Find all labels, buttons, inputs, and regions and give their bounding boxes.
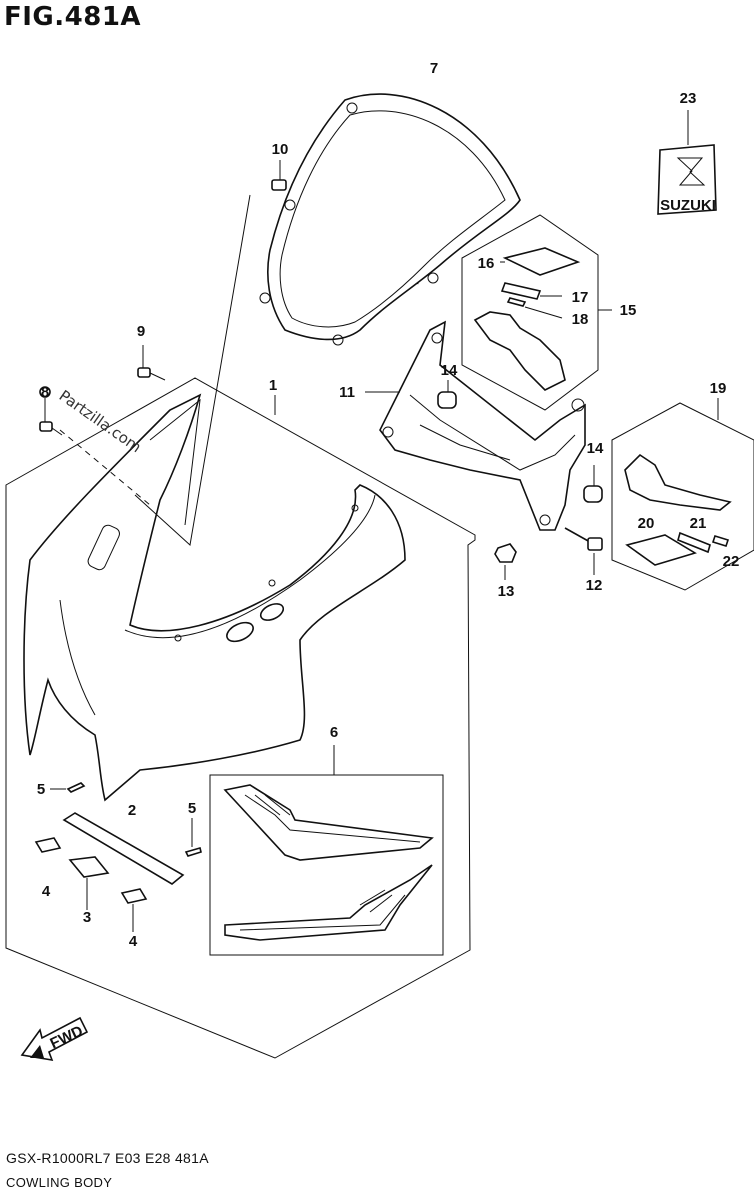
callout-7: 7 — [430, 60, 438, 77]
figure-title: FIG.481A — [4, 2, 142, 32]
callout-3: 3 — [83, 909, 91, 926]
strip-part-21[interactable] — [677, 531, 711, 554]
group-name-line: COWLING BODY — [6, 1175, 113, 1190]
callout-2: 2 — [128, 802, 136, 819]
pad-part-3[interactable] — [68, 856, 110, 878]
decal-part-6-lower[interactable] — [224, 864, 433, 941]
nut-part-13[interactable] — [494, 543, 517, 563]
bolt-part-9[interactable] — [137, 345, 166, 381]
decal-6-box — [209, 774, 444, 956]
bolt-part-12[interactable] — [564, 527, 603, 551]
callout-21: 21 — [690, 515, 707, 532]
upper-cowling-part-1[interactable] — [23, 393, 406, 802]
fwd-arrow-icon: FWD — [20, 1016, 89, 1062]
callout-20: 20 — [638, 515, 655, 532]
guide-line-mid — [149, 398, 201, 526]
callout-1: 1 — [269, 377, 277, 394]
callout-10: 10 — [272, 141, 289, 158]
callout-13: 13 — [498, 583, 515, 600]
callout-19: 19 — [710, 380, 727, 397]
bracket-part-15[interactable] — [473, 311, 566, 391]
callout-9: 9 — [137, 323, 145, 340]
callout-22: 22 — [723, 553, 740, 570]
watermark-text: Partzilla.com — [56, 387, 145, 457]
suzuki-badge-text: SUZUKI — [660, 197, 716, 214]
bolt-part-8[interactable] — [39, 386, 63, 436]
decal-part-6-upper[interactable] — [223, 784, 434, 861]
leader-18 — [524, 306, 563, 319]
callout-23: 23 — [680, 90, 697, 107]
callout-11: 11 — [339, 384, 355, 401]
callout-4-b: 4 — [129, 933, 138, 950]
bracket-part-19[interactable] — [624, 453, 732, 511]
grommet-part-14-b[interactable] — [583, 485, 603, 503]
sheet-part-16[interactable] — [502, 247, 581, 276]
callout-17: 17 — [572, 289, 589, 306]
callout-16: 16 — [478, 255, 495, 272]
pad-part-4-b[interactable] — [120, 888, 148, 904]
clip-part-5-b[interactable] — [184, 847, 202, 857]
screw-part-10[interactable] — [271, 160, 287, 191]
callout-14-b: 14 — [587, 440, 604, 457]
pad-part-18[interactable] — [506, 297, 527, 307]
sheet-part-20[interactable] — [625, 534, 697, 566]
strip-part-17[interactable] — [500, 282, 542, 300]
strip-part-2[interactable] — [62, 812, 185, 885]
callout-4-a: 4 — [42, 883, 51, 900]
kit-19-box — [611, 402, 754, 591]
callout-5-a: 5 — [37, 781, 45, 798]
pad-part-4-a[interactable] — [34, 837, 62, 853]
emblem-part-23[interactable] — [657, 110, 717, 215]
clip-part-5-a[interactable] — [66, 782, 86, 793]
grommet-part-14-a[interactable] — [437, 391, 457, 409]
windscreen-part-7[interactable] — [259, 93, 521, 346]
cowl-group-outline — [5, 377, 476, 1059]
callout-12: 12 — [586, 577, 603, 594]
pad-part-22[interactable] — [711, 535, 730, 547]
callout-18: 18 — [572, 311, 589, 328]
callout-5-b: 5 — [188, 800, 196, 817]
callout-6: 6 — [330, 724, 338, 741]
guide-dash-bolt — [59, 429, 151, 506]
model-code-line: GSX-R1000RL7 E03 E28 481A — [6, 1150, 209, 1166]
callout-8: 8 — [41, 384, 49, 401]
callout-14-a: 14 — [441, 362, 458, 379]
suzuki-s-logo-icon — [676, 157, 706, 186]
kit-15-box — [461, 214, 599, 411]
guide-line-left — [134, 194, 251, 546]
callout-15: 15 — [620, 302, 637, 319]
bracket-part-11[interactable] — [379, 320, 586, 531]
